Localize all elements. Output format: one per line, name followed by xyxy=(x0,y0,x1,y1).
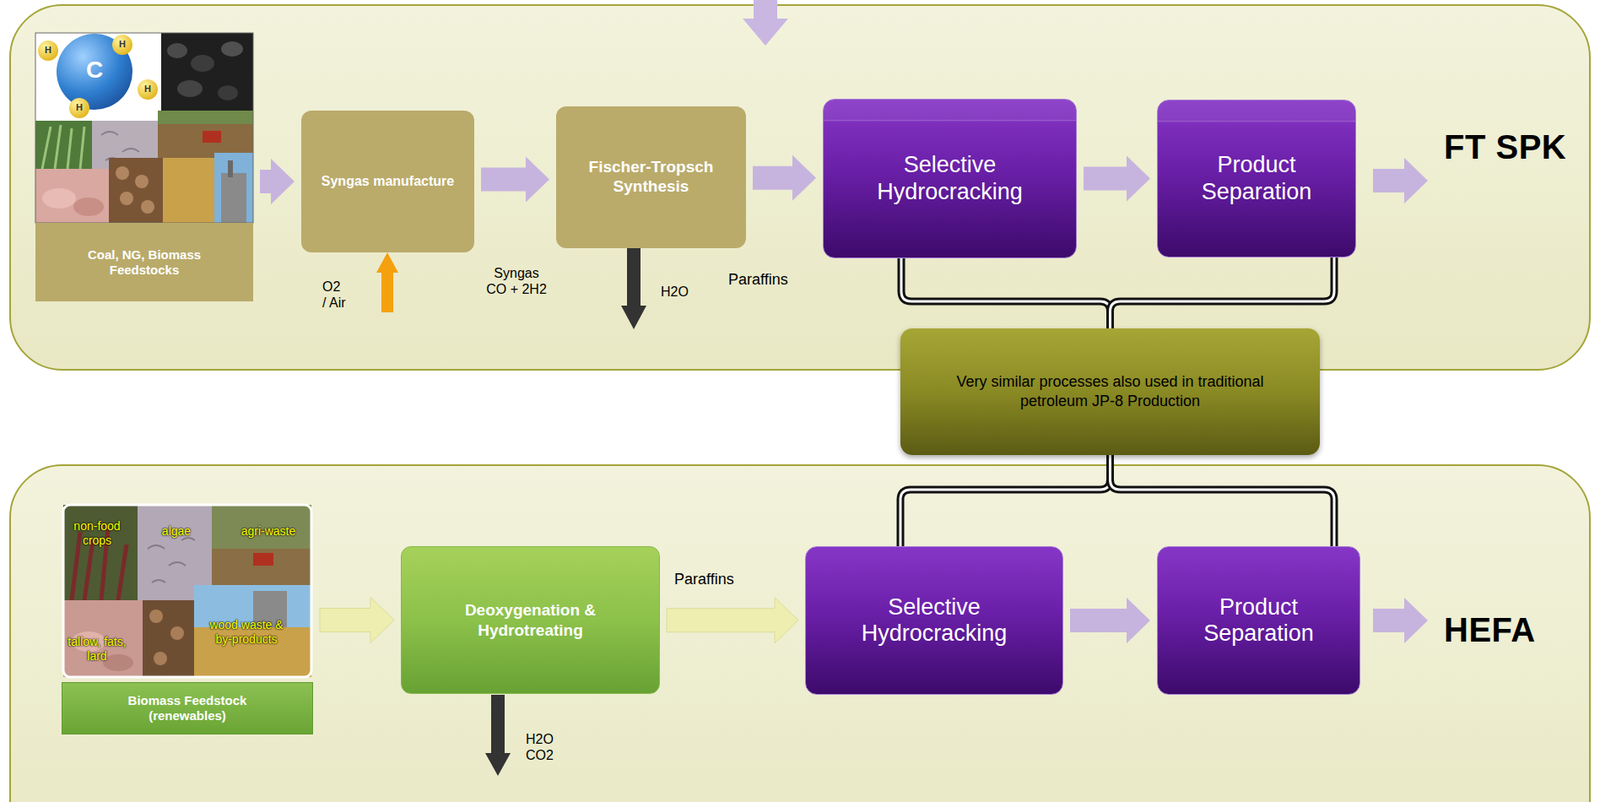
connector xyxy=(259,158,295,205)
flow-arrow xyxy=(1083,156,1151,202)
process-band xyxy=(10,5,1590,370)
atom-letter: H xyxy=(39,44,57,56)
node-text: Selective Hydrocracking xyxy=(822,594,1046,647)
connector xyxy=(1083,156,1151,202)
bracket-inner xyxy=(900,454,1111,546)
atom-letter: H xyxy=(139,83,157,95)
process-band xyxy=(10,464,1590,802)
flow-arrow xyxy=(481,156,550,203)
collage-caption: tallow, fats, lard xyxy=(62,634,132,664)
feedstock-label: Biomass Feedstock (renewables) xyxy=(61,681,314,735)
bracket-inner xyxy=(901,258,1111,329)
stream-label: Paraffins xyxy=(728,270,789,290)
node-text: Very similar processes also used in trad… xyxy=(924,372,1297,412)
input-arrow xyxy=(376,252,399,313)
process-box: Selective Hydrocracking xyxy=(805,545,1064,695)
stream-label: Paraffins xyxy=(674,570,735,590)
output-label: H2O xyxy=(660,283,689,300)
collage-caption: agri-waste xyxy=(230,524,307,539)
output-label: H2O CO2 xyxy=(525,730,558,763)
product-label: HEFA xyxy=(1443,609,1536,650)
bracket-outer xyxy=(1110,257,1336,329)
node-text: Product Separation xyxy=(1174,151,1339,205)
flow-arrow xyxy=(1070,597,1151,644)
process-box: Deoxygenation & Hydrotreating xyxy=(400,545,660,694)
bracket-outer xyxy=(1110,454,1336,546)
node-text: Coal, NG, Biomass Feedstocks xyxy=(64,247,225,278)
connector xyxy=(900,454,1111,546)
process-box: Syngas manufacture xyxy=(301,110,475,253)
atom-letter: C xyxy=(77,55,112,85)
connector xyxy=(1110,454,1336,546)
product-arrow xyxy=(1372,157,1428,204)
node-text: Fischer-Tropsch Synthesis xyxy=(572,157,730,197)
stream-label: Syngas CO + 2H2 xyxy=(484,264,549,298)
bracket-inner xyxy=(1110,257,1336,329)
node-text: Product Separation xyxy=(1174,594,1343,647)
node-text: Selective Hydrocracking xyxy=(840,151,1060,205)
bracket-outer xyxy=(901,258,1111,329)
atom-letter: H xyxy=(70,102,88,114)
connector xyxy=(901,258,1111,329)
feedstock-collage xyxy=(63,504,312,677)
connector xyxy=(1110,257,1336,329)
feedstock-box: Coal, NG, Biomass Feedstocks xyxy=(35,32,254,302)
node-text: Syngas manufacture xyxy=(321,173,455,190)
process-box: Selective Hydrocracking xyxy=(822,98,1077,259)
inflow-arrow xyxy=(742,0,789,46)
connector xyxy=(666,597,799,644)
node-text: Biomass Feedstock (renewables) xyxy=(96,692,279,724)
collage-caption: algae xyxy=(151,524,202,539)
input-label: O2 / Air xyxy=(322,278,348,311)
connector xyxy=(481,156,550,203)
bracket-inner xyxy=(1110,454,1336,546)
output-arrow xyxy=(485,694,511,776)
process-box: Fischer-Tropsch Synthesis xyxy=(556,106,746,249)
connector xyxy=(319,597,395,644)
product-arrow xyxy=(1372,597,1428,644)
feedstock-collage xyxy=(35,32,254,223)
connector xyxy=(752,155,817,201)
process-box: Product Separation xyxy=(1156,545,1361,695)
bracket-outer xyxy=(900,454,1111,546)
product-label: FT SPK xyxy=(1443,126,1567,168)
output-arrow xyxy=(621,248,647,330)
flow-arrow xyxy=(259,158,295,205)
flow-arrow xyxy=(319,597,395,644)
atom-letter: H xyxy=(113,38,131,50)
node-text: Deoxygenation & Hydrotreating xyxy=(418,600,643,641)
feedstock-label: Coal, NG, Biomass Feedstocks xyxy=(35,222,254,302)
process-box: Product Separation xyxy=(1156,99,1357,258)
flow-arrow xyxy=(666,597,799,644)
connector xyxy=(1070,597,1151,644)
flow-arrow xyxy=(752,155,817,201)
collage-caption: non-food crops xyxy=(66,518,128,548)
collage-caption: wood waste & by-products xyxy=(202,617,291,647)
note-box: Very similar processes also used in trad… xyxy=(900,328,1320,455)
